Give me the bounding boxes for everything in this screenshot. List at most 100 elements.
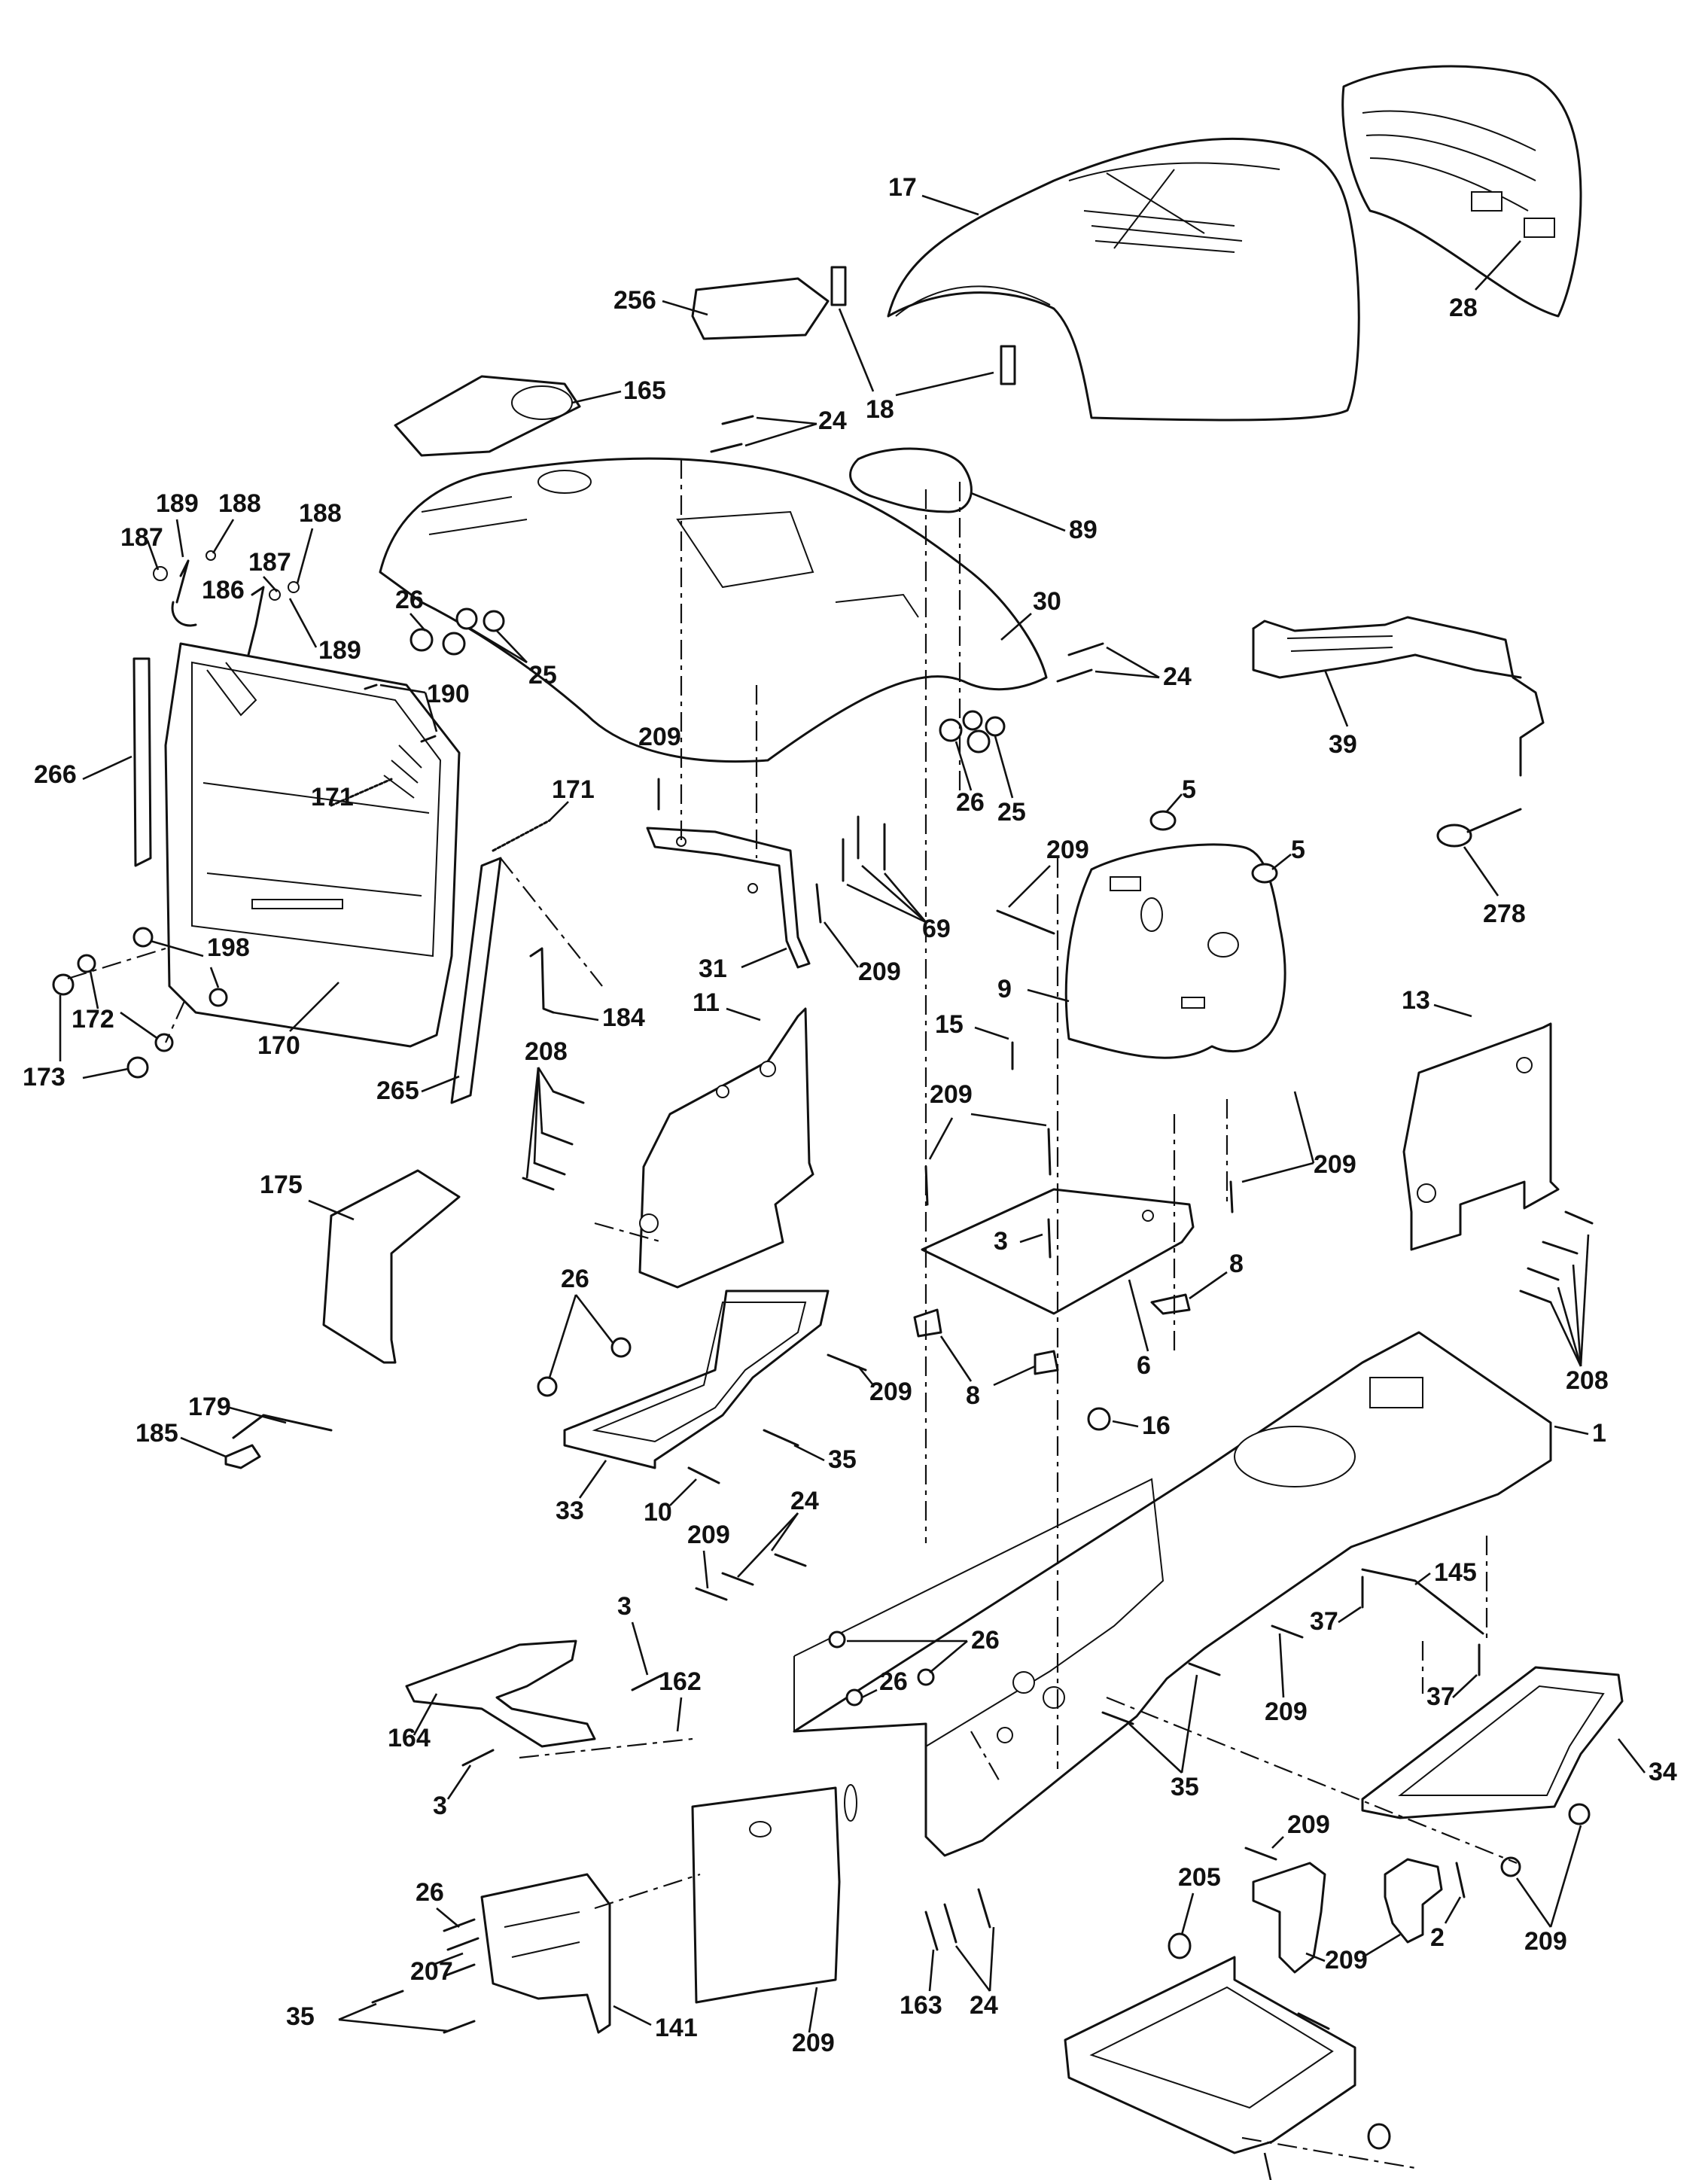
callout-265: 265 — [376, 1076, 419, 1105]
callout-25-top: 25 — [528, 661, 557, 690]
callout-205-a: 209 — [1287, 1810, 1330, 1839]
callout-209-j: 35 — [286, 2002, 315, 2031]
bracket-part-307 — [1064, 1956, 1356, 2154]
callout-185: 185 — [135, 1419, 178, 1448]
callout-186: 186 — [202, 576, 245, 604]
callout-37-a: 37 — [1310, 1607, 1338, 1636]
rod-part-145 — [1361, 1568, 1484, 1635]
callout-1: 1 — [1592, 1419, 1606, 1448]
callout-18: 18 — [866, 395, 894, 424]
callout-30: 30 — [1033, 587, 1061, 616]
callout-24-low: 24 — [970, 1991, 998, 2020]
callout-170: 170 — [257, 1031, 300, 1060]
callout-189-b: 189 — [318, 636, 361, 665]
plate-part-6 — [921, 1188, 1195, 1315]
callout-209-k: 163 — [900, 1991, 942, 2020]
callout-2: 141 — [655, 2014, 698, 2042]
clip-part-8b — [913, 1308, 942, 1338]
callout-209-d: 209 — [930, 1080, 973, 1109]
nut-part-26a — [610, 1337, 632, 1358]
callout-8-a: 8 — [1229, 1250, 1244, 1278]
callout-35-b: 35 — [1171, 1773, 1199, 1801]
pad-part-89 — [849, 447, 973, 513]
callout-209-i: 26 — [416, 1878, 444, 1907]
callout-26-right: 209 — [1524, 1927, 1567, 1956]
callout-173: 173 — [23, 1063, 65, 1092]
callout-163: 209 — [792, 2029, 835, 2057]
bracket-part-31 — [646, 827, 811, 969]
spring-part-171b — [492, 819, 551, 852]
bushing-part-141a — [1168, 1932, 1192, 1959]
nuts-washers-mid — [939, 710, 1006, 754]
callout-175: 175 — [260, 1171, 303, 1199]
callout-34: 34 — [1649, 1758, 1677, 1786]
callout-141-a: 205 — [1178, 1863, 1221, 1892]
footrest-part-34 — [1361, 1666, 1624, 1819]
grommet-part-5b — [1251, 863, 1278, 884]
callout-278: 278 — [1483, 900, 1526, 928]
plate-part-163 — [691, 1784, 857, 2004]
callout-26-frame-b: 26 — [879, 1667, 908, 1696]
callout-190: 190 — [427, 680, 470, 708]
callout-39: 39 — [1329, 730, 1357, 759]
callout-24-right: 24 — [1163, 662, 1192, 691]
callout-187-b: 187 — [248, 548, 291, 577]
pad-part-18a — [830, 266, 847, 306]
callout-187-a: 187 — [120, 523, 163, 552]
callout-6: 6 — [1137, 1351, 1151, 1380]
callout-3-lower: 3 — [617, 1592, 632, 1621]
callout-15: 15 — [935, 1010, 964, 1039]
callout-5-a: 5 — [1182, 775, 1196, 804]
callout-145: 145 — [1434, 1558, 1477, 1587]
grommet-part-5a — [1149, 810, 1177, 831]
frame-part-1 — [793, 1331, 1552, 1857]
bracket-part-38b — [1384, 1858, 1443, 1944]
callout-165: 165 — [623, 376, 666, 405]
callout-162: 162 — [659, 1667, 702, 1696]
callout-171-b: 171 — [552, 775, 595, 804]
screws-part-208-left — [522, 1090, 585, 1191]
callout-208-right: 208 — [1566, 1366, 1609, 1395]
callout-9: 9 — [997, 975, 1012, 1003]
front-panel-part-170 — [164, 642, 461, 1048]
callout-38: 209 — [1325, 1946, 1368, 1974]
callout-209-f: 209 — [869, 1378, 912, 1406]
shield-part-175 — [322, 1169, 461, 1364]
callout-8-b: 8 — [966, 1381, 980, 1410]
nuts-washers-left — [409, 607, 505, 656]
strip-part-265 — [450, 857, 502, 1104]
plate-part-164 — [405, 1640, 596, 1748]
rod-part-184 — [529, 947, 555, 1014]
callout-35-a: 35 — [828, 1445, 857, 1474]
tray-part-165 — [394, 375, 581, 457]
callout-266: 266 — [34, 760, 77, 789]
callout-13: 13 — [1402, 986, 1430, 1015]
dash-part-9 — [1064, 843, 1286, 1059]
clip-part-8a — [1150, 1293, 1191, 1315]
callout-26-frame: 26 — [971, 1626, 1000, 1655]
plate-part-13 — [1402, 1022, 1560, 1251]
alignment-lines — [67, 459, 1518, 2169]
callout-26-midleft: 26 — [561, 1265, 589, 1293]
screws-part-208-right — [1519, 1210, 1594, 1304]
callout-164: 164 — [388, 1724, 431, 1752]
callout-28: 28 — [1449, 294, 1478, 322]
callout-25-mid: 25 — [997, 798, 1026, 827]
fender-part-30 — [379, 457, 1048, 763]
callout-3-lowleft: 3 — [433, 1792, 447, 1820]
callout-209-e: 209 — [1314, 1150, 1356, 1179]
cover-part-256 — [691, 277, 830, 340]
bracket-part-2 — [480, 1873, 611, 2034]
clip-part-8c — [1034, 1350, 1059, 1375]
callout-3-mid: 3 — [994, 1227, 1008, 1256]
callout-184: 184 — [602, 1003, 645, 1032]
bushing-part-141b — [1367, 2123, 1391, 2150]
callout-26-top: 26 — [395, 586, 424, 614]
hood-part-17 — [887, 137, 1360, 422]
callout-209-g: 209 — [687, 1521, 730, 1549]
callout-188-a: 188 — [218, 489, 261, 518]
callout-189-a: 189 — [156, 489, 199, 518]
bracket-part-39 — [1252, 616, 1545, 777]
callout-198: 198 — [207, 933, 250, 962]
